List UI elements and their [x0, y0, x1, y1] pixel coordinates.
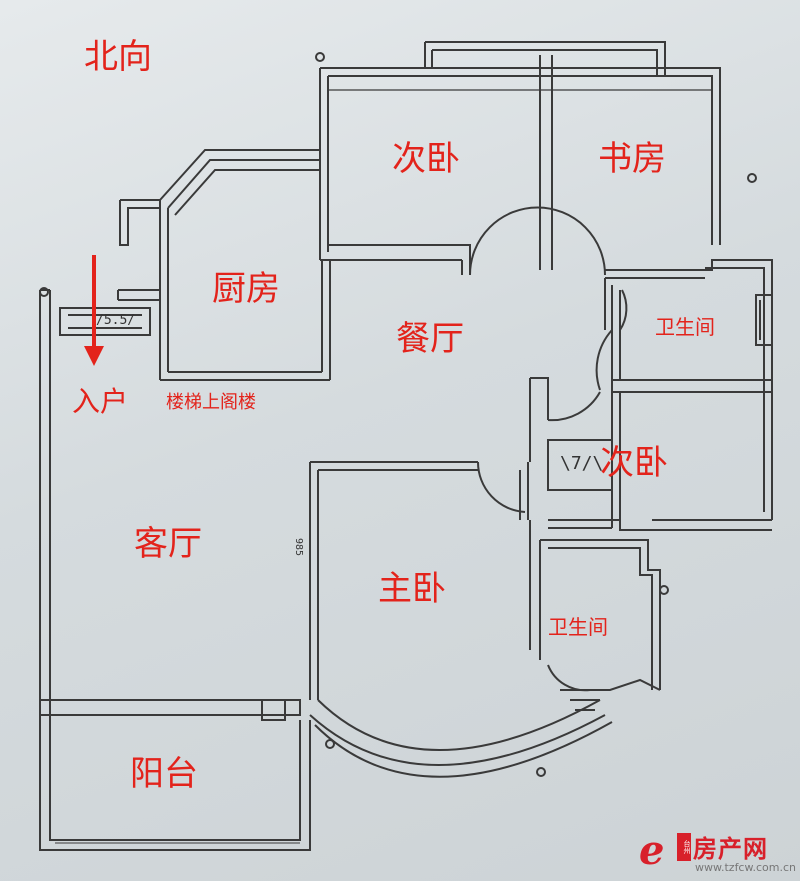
- wall-dimension: 985: [293, 538, 304, 557]
- east-bath-window: [755, 294, 773, 346]
- watermark-city-badge: 台州: [677, 833, 691, 861]
- site-watermark: e 台州 房产网 www.tzfcw.com.cn: [639, 825, 796, 877]
- master-top-wall: [309, 461, 478, 700]
- north-bay-wall: [424, 41, 666, 75]
- watermark-logo-icon: e: [639, 827, 665, 874]
- entry-pillar: [119, 199, 160, 246]
- kitchen-angled-wall: [159, 149, 320, 216]
- entrance-arrow: [84, 255, 104, 366]
- north-outer-wall: [319, 67, 721, 260]
- room-label-study: 书房: [598, 139, 666, 179]
- balcony-walls: [39, 715, 311, 851]
- room-label-second-bedroom-east: 次卧: [600, 443, 668, 483]
- room-label-master-bedroom: 主卧: [378, 569, 446, 609]
- study-bottom-wall: [605, 259, 773, 520]
- west-outer-wall: [39, 289, 51, 700]
- curved-south-wall: [317, 699, 601, 751]
- entrance-label: 入户: [72, 385, 129, 418]
- stair-block: [59, 307, 151, 336]
- kitchen-bottom-wall: [160, 260, 331, 381]
- dining-door-top: [469, 206, 606, 276]
- dining-right-wall: [604, 278, 613, 330]
- room-label-second-bedroom-north: 次卧: [392, 139, 460, 179]
- watermark-title: 房产网: [693, 835, 768, 863]
- dining-lower-block: [529, 377, 601, 462]
- living-balcony-wall: [39, 699, 301, 721]
- east-bath-door: [619, 289, 628, 331]
- room-label-bathroom-master: 卫生间: [548, 615, 608, 639]
- stair-note: 楼梯上阁楼: [166, 392, 256, 413]
- master-door-arc: [476, 461, 529, 520]
- room-label-living-room: 客厅: [134, 524, 202, 564]
- stair-handwritten-marks: /5.5/: [96, 313, 136, 328]
- partition-bed-study: [539, 55, 553, 270]
- kitchen-left-wall: [159, 200, 169, 380]
- master-bath-walls: [540, 539, 661, 690]
- room-label-balcony: 阳台: [130, 754, 198, 794]
- watermark-url: www.tzfcw.com.cn: [695, 861, 796, 874]
- closet: [547, 439, 613, 491]
- orientation-label: 北向: [84, 37, 152, 77]
- master-bath-door: [547, 664, 591, 692]
- room-label-bathroom-east: 卫生间: [655, 315, 715, 339]
- room-label-kitchen: 厨房: [212, 269, 280, 309]
- room-label-dining: 餐厅: [396, 319, 464, 359]
- bedroom-bottom-wall: [320, 244, 471, 275]
- closet-mark: \7/\: [560, 453, 604, 474]
